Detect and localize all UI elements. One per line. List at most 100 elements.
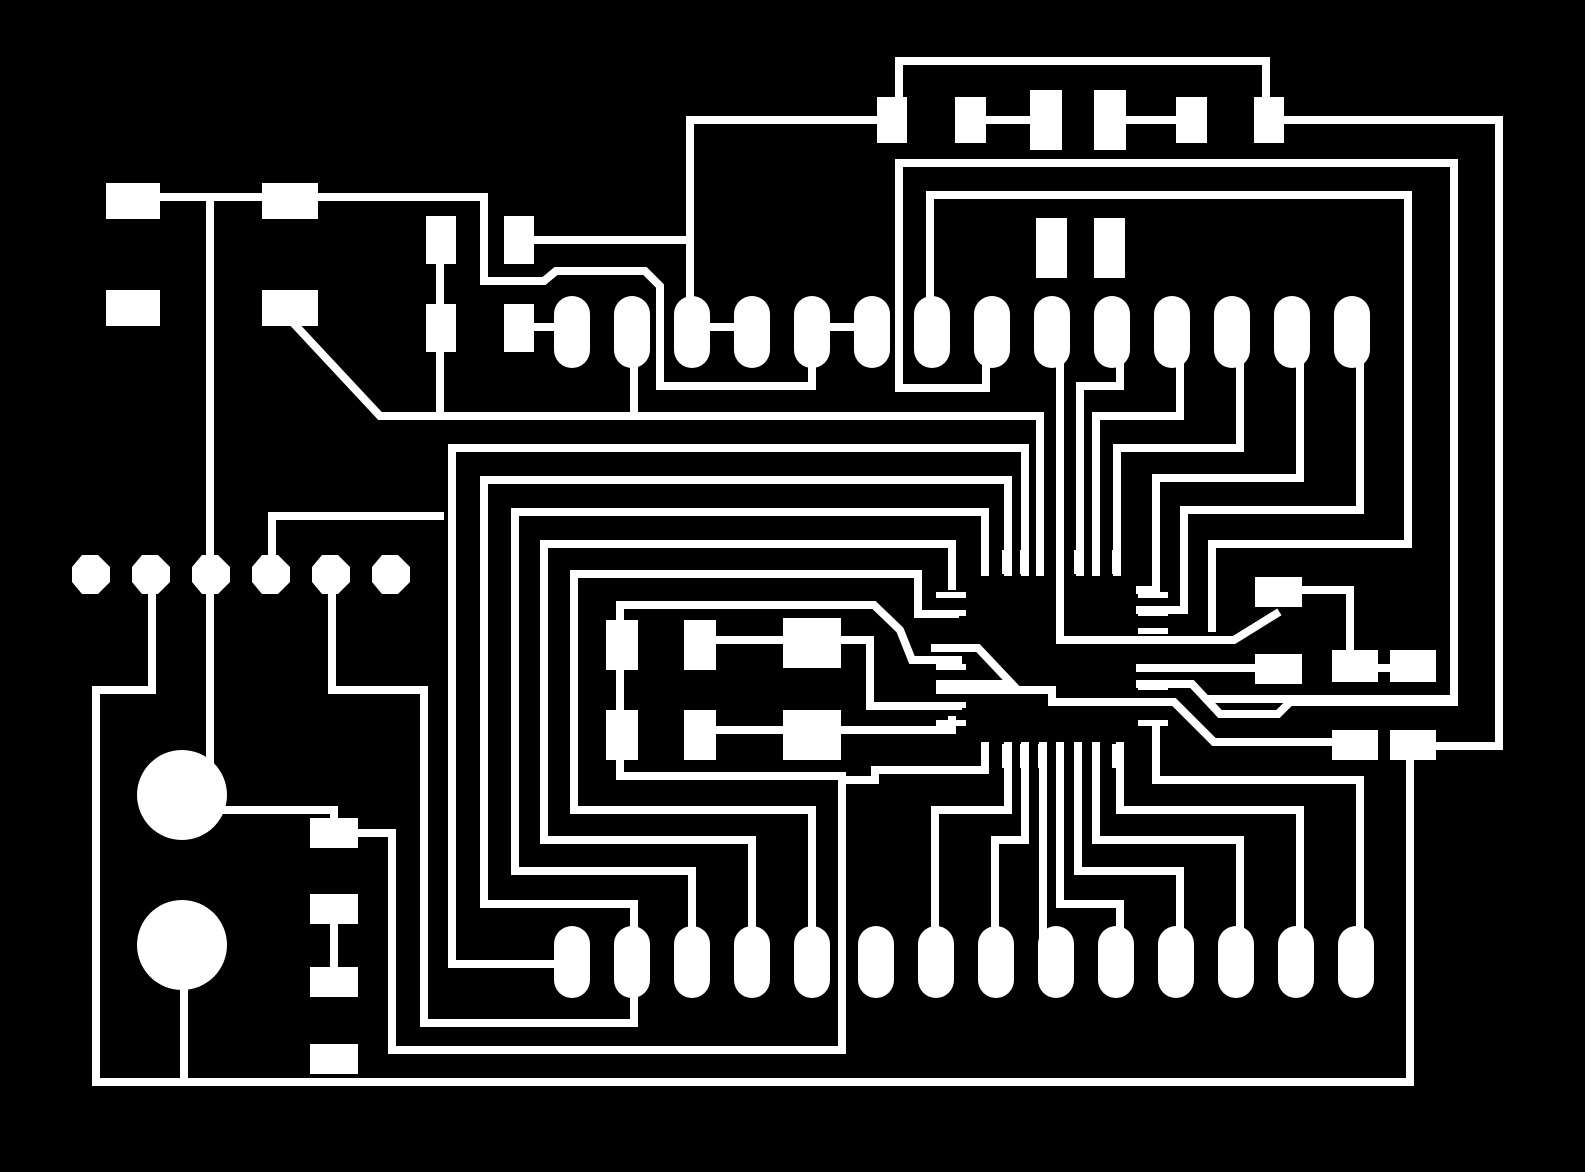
ic-pin-b6	[1074, 744, 1080, 768]
trace-b2	[991, 742, 1029, 944]
ic-pin-l6	[936, 702, 966, 708]
ic-pin-b8	[1112, 744, 1118, 768]
trace-n3	[511, 508, 989, 944]
hdr6-pin-6	[372, 555, 410, 594]
pin-bot-9	[1038, 926, 1074, 998]
smd-pad-layer	[106, 90, 1436, 1074]
pad-j1-a	[504, 216, 534, 264]
pin-bot-14	[1338, 926, 1374, 998]
pin-bot-1	[554, 926, 590, 998]
ic-pin-l2	[936, 610, 966, 616]
pad-r6-b	[1390, 650, 1436, 682]
ic-pin-t1	[982, 550, 988, 574]
pad-c3-b	[606, 710, 638, 760]
ic-pin-l7	[936, 720, 966, 726]
trace-layer	[92, 57, 1503, 1086]
pad-r4-a	[1036, 218, 1067, 278]
ic-pin-r2	[1138, 610, 1168, 616]
pin-bot-5	[794, 926, 830, 998]
trace-ic-top-conn	[1056, 568, 1282, 644]
trace-cap-left	[616, 601, 962, 664]
pad-r7-b	[1390, 730, 1436, 760]
ic-pin-r5	[1138, 684, 1168, 690]
pin-bot-12	[1218, 926, 1254, 998]
pad-r5-a	[426, 216, 456, 264]
trace-h6	[1136, 323, 1364, 614]
pin-bot-3	[674, 926, 710, 998]
pad-r5-b	[426, 304, 456, 352]
pad-r1-b	[1254, 97, 1284, 143]
ic-footprint	[936, 550, 1168, 768]
trace-xtal-1b	[831, 636, 962, 710]
hole-large-2	[137, 900, 227, 990]
ic-pin-r1	[1138, 592, 1168, 598]
trace-cap-top	[156, 193, 816, 390]
ic-pin-t2	[1002, 550, 1008, 574]
ic-pin-b1	[982, 744, 988, 768]
trace-top-right	[1280, 116, 1503, 750]
header-bottom-row	[554, 926, 1374, 998]
hdr6-pin-1	[72, 555, 110, 594]
trace-top-left	[686, 116, 881, 331]
ic-pin-l1	[936, 592, 966, 598]
trace-b4	[1056, 742, 1124, 944]
ic-pin-t7	[1092, 550, 1098, 574]
header-top-row	[554, 296, 1370, 368]
through-hole-layer	[137, 750, 227, 990]
trace-ic-right	[1136, 680, 1458, 718]
pin-bot-4	[734, 926, 770, 998]
ic-pin-t4	[1038, 550, 1044, 574]
ic-pin-l5	[936, 684, 966, 690]
pin-bot-6	[858, 926, 894, 998]
hole-large-1	[137, 750, 227, 840]
pin-top-8	[974, 296, 1010, 368]
pad-led-a	[1255, 577, 1302, 607]
pin-top-10	[1094, 296, 1130, 368]
pad-led-b	[1255, 654, 1302, 684]
pad-c2-b	[262, 290, 318, 326]
pad-reg-1	[310, 818, 358, 848]
pin-top-6	[854, 296, 890, 368]
pin-bot-13	[1278, 926, 1314, 998]
ic-pin-t5	[1056, 550, 1062, 574]
pin-bot-10	[1098, 926, 1134, 998]
pin-top-4	[734, 296, 770, 368]
pad-c2-a	[106, 290, 160, 326]
pin-top-9	[1034, 296, 1070, 368]
pad-j1-b	[504, 304, 534, 352]
trace-ic-cross2	[936, 686, 1334, 746]
ic-pin-t3	[1020, 550, 1026, 574]
ic-pin-b2	[1002, 744, 1008, 768]
ic-pin-b5	[1056, 744, 1062, 768]
pin-bot-11	[1158, 926, 1194, 998]
ic-pin-l4	[936, 664, 966, 670]
trace-n5	[570, 570, 959, 944]
pin-top-13	[1274, 296, 1310, 368]
ic-pin-b3	[1020, 744, 1026, 768]
trace-b8	[1152, 726, 1364, 944]
pad-xtal-a	[783, 618, 841, 668]
trace-b7	[1116, 742, 1304, 944]
trace-top-bridge	[895, 57, 1270, 101]
pin-top-1	[554, 296, 590, 368]
pin-top-2	[614, 296, 650, 368]
pad-c4-b	[684, 710, 716, 760]
pad-reg-2	[310, 894, 358, 924]
trace-n2	[480, 476, 1012, 944]
six-pin-header	[72, 555, 410, 594]
pad-r2-b	[1030, 90, 1062, 150]
pin-bot-8	[978, 926, 1014, 998]
hdr6-pin-5	[312, 555, 350, 594]
ic-pin-r3	[1138, 628, 1168, 634]
pad-r7-a	[1332, 730, 1378, 760]
pad-r6-a	[1332, 650, 1378, 682]
pin-top-7	[914, 296, 950, 368]
pad-reg-4	[310, 1044, 358, 1074]
ic-pin-t6	[1074, 550, 1080, 574]
pad-c1-b	[262, 183, 318, 219]
pad-r1-a	[877, 97, 907, 143]
pad-c3-a	[606, 620, 638, 670]
trace-gnd-left	[268, 512, 444, 570]
pad-r4-b	[1094, 218, 1125, 278]
